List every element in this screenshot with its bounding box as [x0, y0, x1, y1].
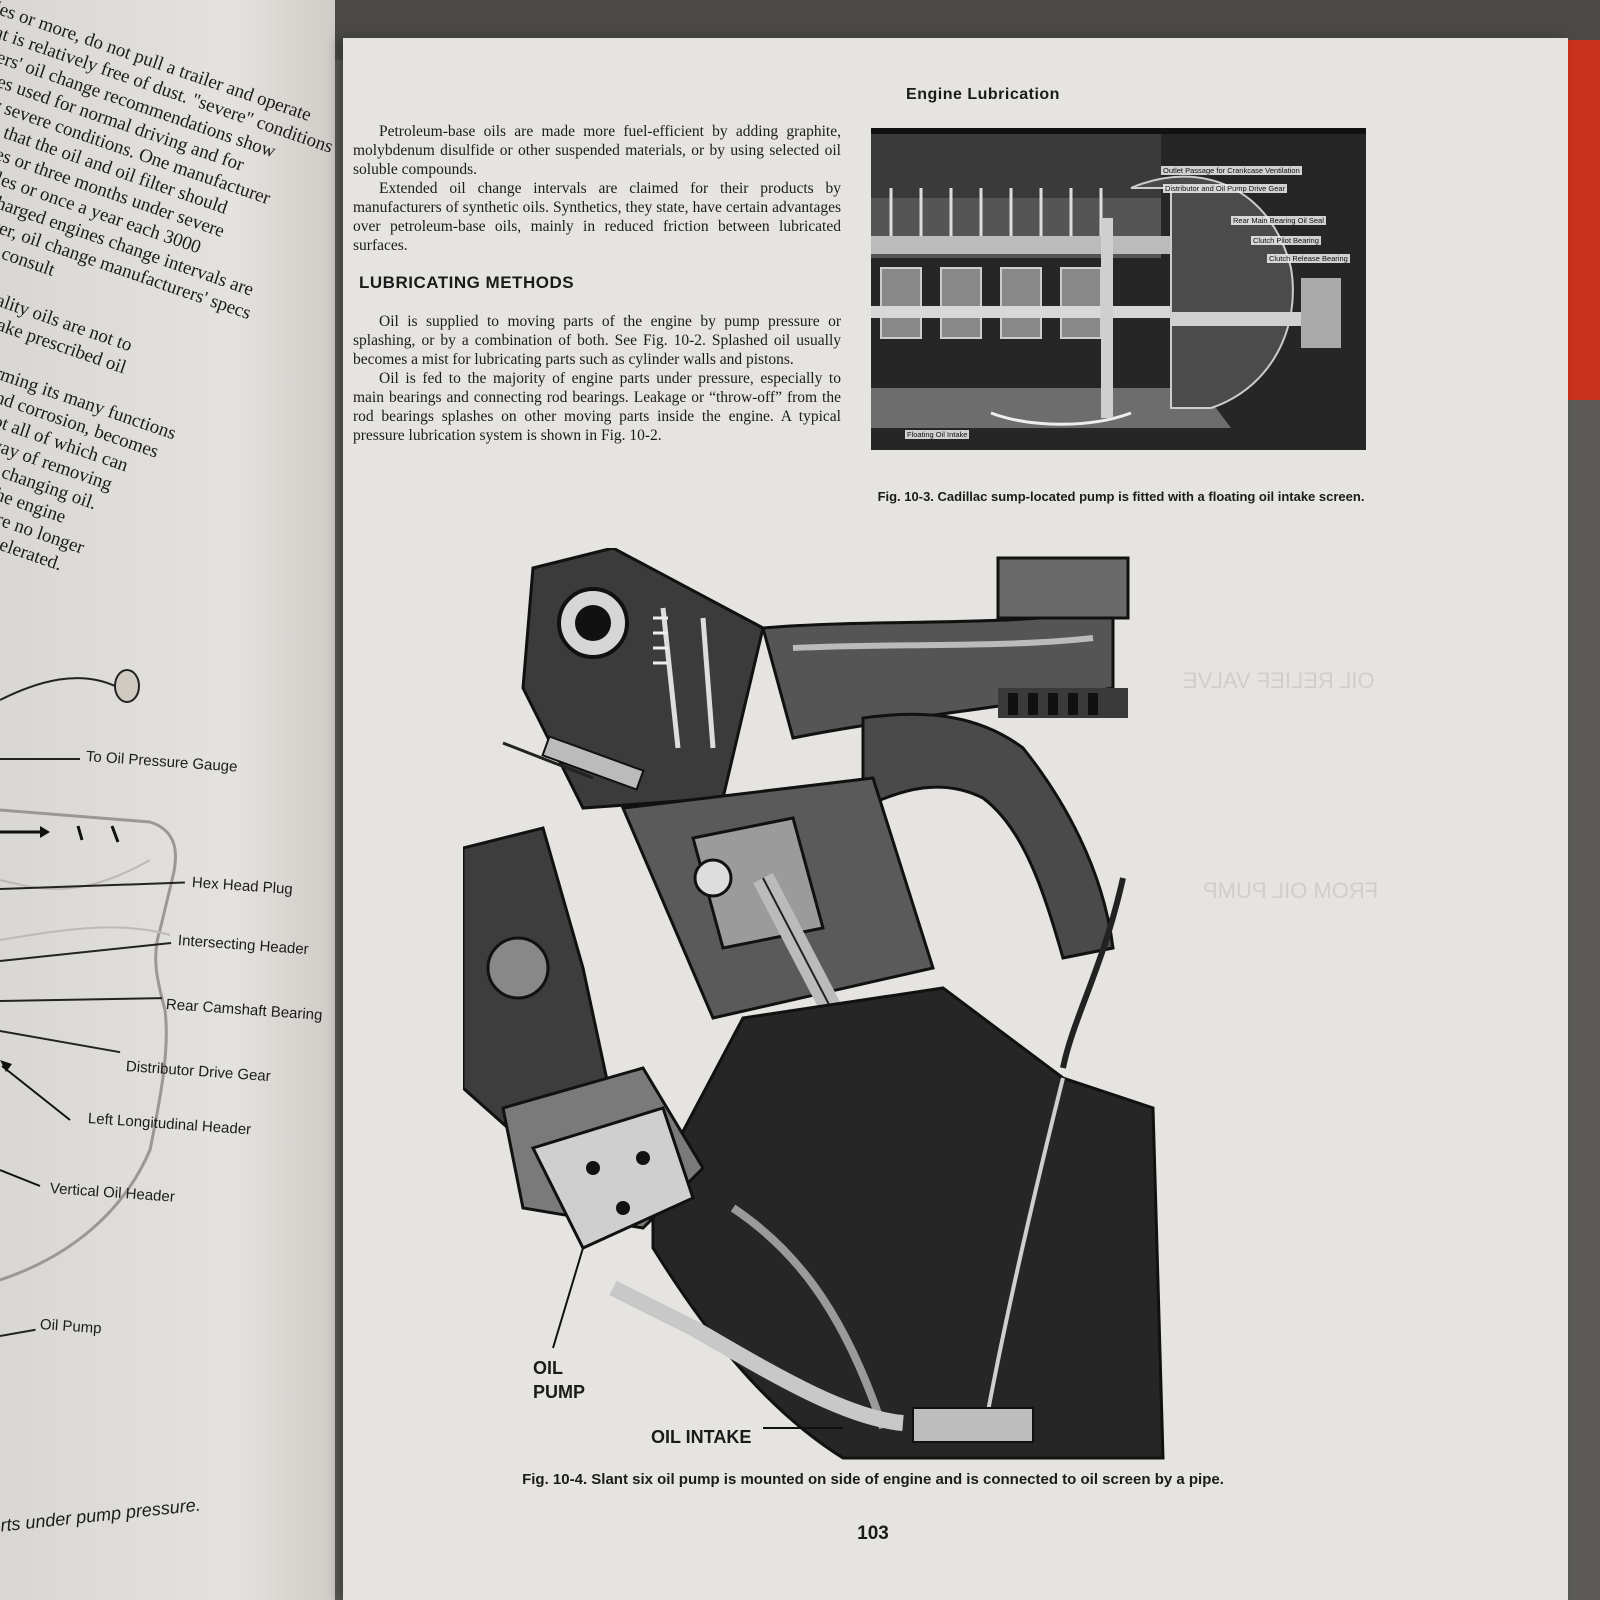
- oil-system-diagram: [0, 669, 177, 1282]
- figure-10-3-cadillac-engine: Outlet Passage for Crankcase Ventilation…: [871, 128, 1366, 450]
- left-page: miles or more, do not pull a trailer and…: [0, 0, 335, 1600]
- figure-10-4-slant-six: OIL PUMP OIL INTAKE: [461, 546, 1243, 1468]
- paragraph-supply-methods: Oil is supplied to moving parts of the e…: [353, 313, 841, 368]
- section-heading-lubricating-methods: LUBRICATING METHODS: [359, 273, 575, 292]
- figure-10-3-caption: Fig. 10-3. Cadillac sump-located pump is…: [877, 489, 1365, 504]
- body-text-column: Petroleum-base oils are made more fuel-e…: [353, 122, 841, 445]
- paragraph-pressure-feed: Oil is fed to the majority of engine par…: [353, 370, 841, 444]
- paragraph-synthetic-oils: Extended oil change intervals are claime…: [353, 180, 841, 254]
- running-head: Engine Lubrication: [906, 86, 1060, 103]
- slant-six-engine-cutaway: [461, 546, 1165, 1460]
- cadillac-engine-cutaway: [871, 128, 1366, 450]
- fig3-label-outlet-passage: Outlet Passage for Crankcase Ventilation: [1161, 166, 1302, 175]
- fig3-label-rear-main-seal: Rear Main Bearing Oil Seal: [1231, 216, 1326, 225]
- fig3-label-clutch-pilot: Clutch Pilot Bearing: [1251, 236, 1321, 245]
- figure-10-4-caption: Fig. 10-4. Slant six oil pump is mounted…: [522, 1471, 1224, 1488]
- paragraph-fuel-efficient: Petroleum-base oils are made more fuel-e…: [353, 123, 841, 178]
- page-103: OIL RELIEF VALVE FROM OIL PUMP Engine Lu…: [343, 38, 1568, 1600]
- fig4-label-oil: OIL: [533, 1358, 563, 1378]
- fig4-label-oil-intake: OIL INTAKE: [651, 1427, 752, 1447]
- fig3-label-floating-intake: Floating Oil Intake: [905, 430, 970, 439]
- page-number: 103: [857, 1523, 889, 1544]
- fig3-label-distributor-gear: Distributor and Oil Pump Drive Gear: [1163, 184, 1288, 193]
- fig3-label-clutch-release: Clutch Release Bearing: [1267, 254, 1350, 263]
- left-page-diagram: To Oil Pressure Gauge Hex Head Plug Inte…: [0, 0, 335, 1600]
- fig4-label-pump: PUMP: [533, 1382, 586, 1402]
